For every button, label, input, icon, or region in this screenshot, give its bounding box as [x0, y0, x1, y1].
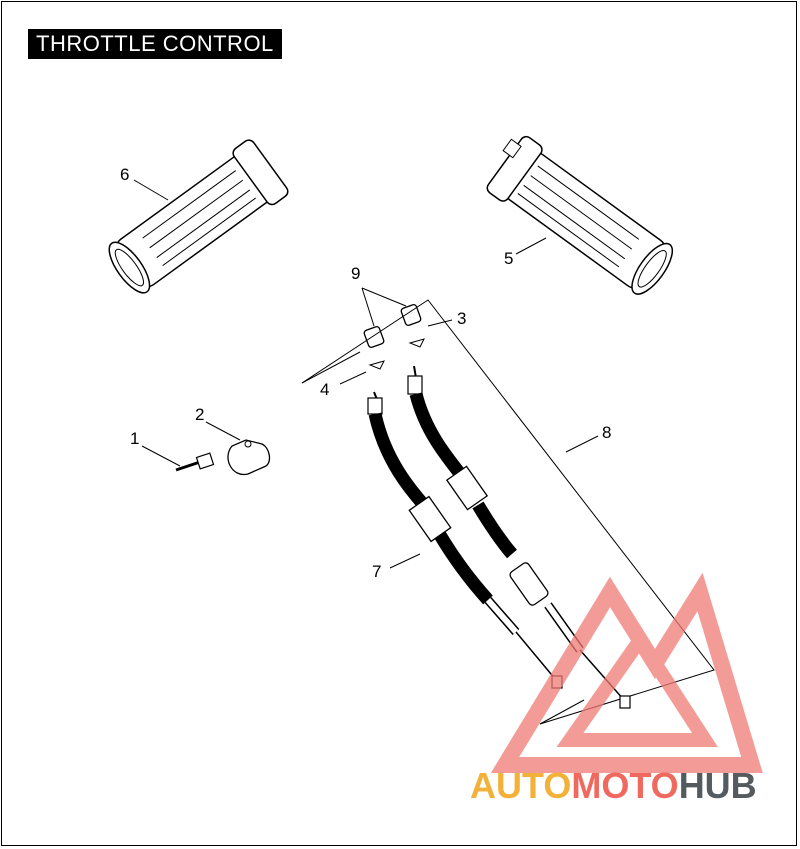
watermark-part-moto: MOTO	[571, 765, 679, 806]
leader-7	[389, 553, 421, 569]
leader-8	[565, 435, 599, 453]
watermark-logo	[490, 572, 763, 773]
watermark-part-hub: HUB	[678, 765, 757, 806]
callout-6: 6	[120, 165, 130, 184]
callout-9: 9	[351, 264, 361, 283]
leader-4	[339, 371, 367, 385]
throttle-cable-left	[367, 391, 563, 689]
clip-3	[408, 338, 425, 348]
leader-9a	[361, 287, 375, 327]
leader-1	[141, 445, 181, 467]
watermark-text: AUTOMOTOHUB	[470, 765, 757, 807]
callout-3: 3	[457, 309, 467, 328]
screw	[175, 452, 215, 472]
clip-4	[368, 360, 385, 370]
cable-clamp	[227, 439, 271, 476]
leader-3	[427, 319, 453, 327]
diagram-title: THROTTLE CONTROL	[28, 29, 282, 59]
left-grip	[108, 139, 289, 294]
leader-2	[205, 421, 241, 441]
callout-8: 8	[602, 423, 612, 442]
right-grip	[486, 135, 674, 295]
callout-5: 5	[504, 249, 514, 268]
callout-4: 4	[320, 380, 330, 399]
callout-7: 7	[372, 562, 382, 581]
leader-9b	[361, 287, 407, 307]
throttle-cable-right	[407, 365, 631, 709]
watermark-part-auto: AUTO	[470, 765, 572, 806]
callout-2: 2	[195, 405, 205, 424]
leader-5	[515, 237, 547, 255]
callout-1: 1	[130, 429, 140, 448]
leader-6	[133, 179, 169, 201]
